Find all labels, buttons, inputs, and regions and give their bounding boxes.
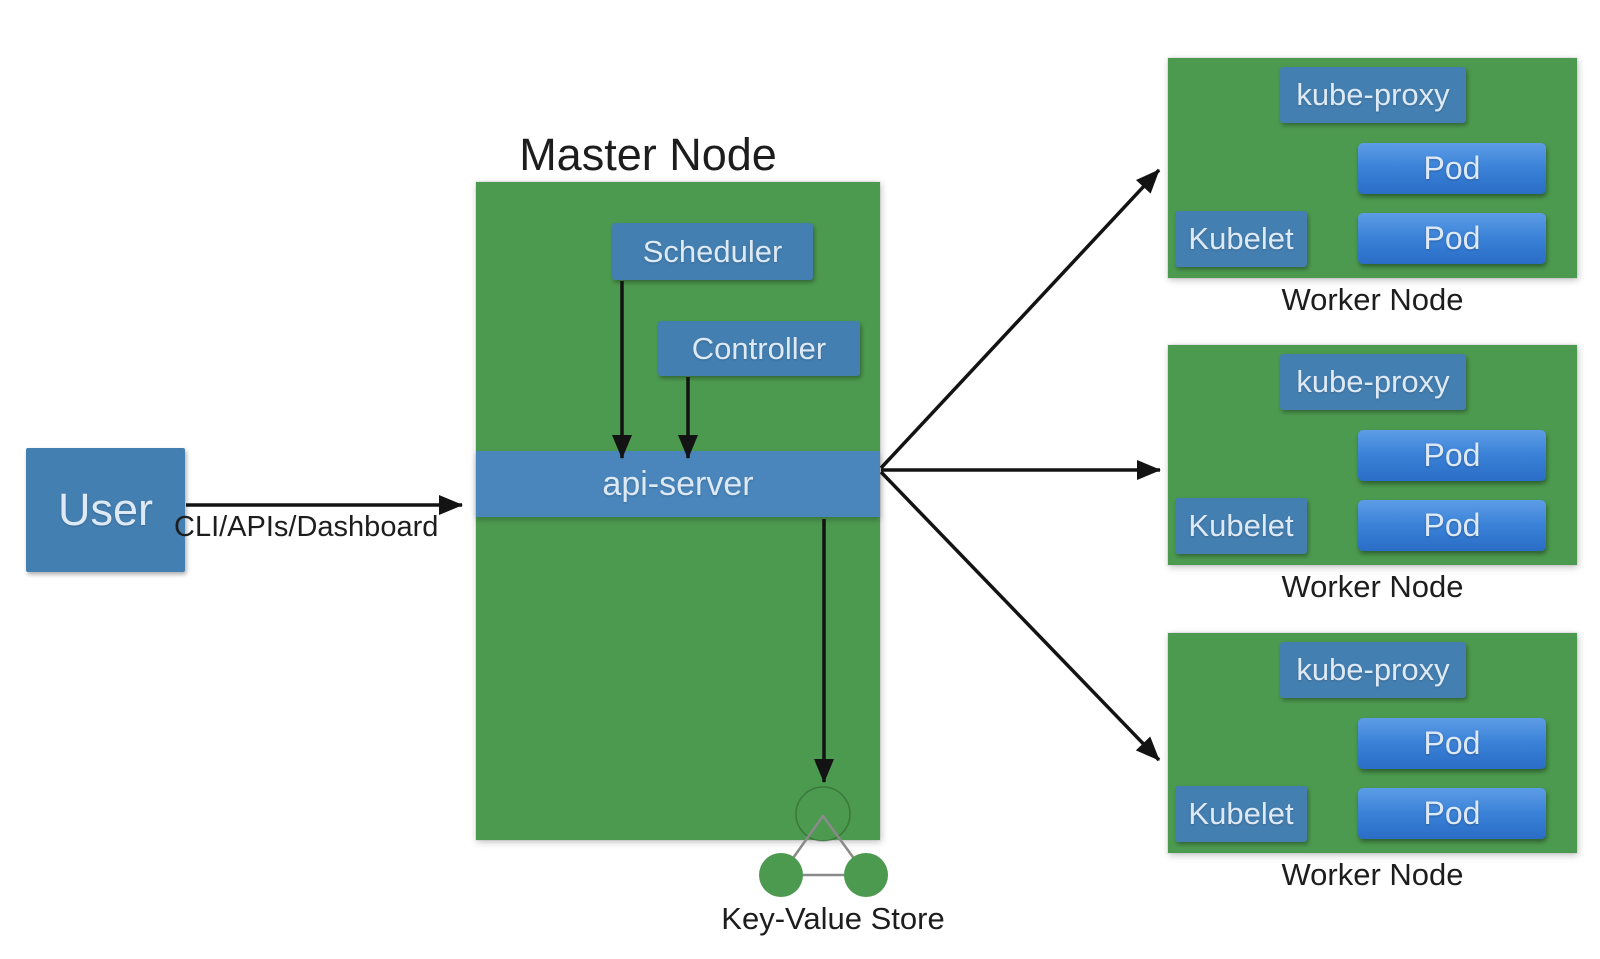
pod-box: Pod [1358,143,1546,194]
kubelet-box: Kubelet [1175,498,1307,554]
pod-box: Pod [1358,213,1546,264]
arrow-apiserver-to-worker-3 [879,470,1161,762]
kube-proxy-box: kube-proxy [1280,67,1466,123]
controller-box: Controller [658,321,860,376]
kubelet-box: Kubelet [1175,786,1307,842]
worker-node-label: Worker Node [1281,857,1464,892]
worker-node-label: Worker Node [1281,282,1464,317]
user-arrow-label: CLI/APIs/Dashboard [174,511,439,543]
pod-box: Pod [1358,500,1546,551]
worker-node-label: Worker Node [1281,569,1464,604]
key-value-store-label: Key-Value Store [721,901,945,936]
kube-proxy-box: kube-proxy [1280,354,1466,410]
kube-proxy-box: kube-proxy [1280,642,1466,698]
arrow-apiserver-to-worker-1 [879,168,1161,470]
worker-node-1: kube-proxy Pod Pod Kubelet Worker Node [1168,58,1577,320]
api-server-bar: api-server [476,451,880,517]
user-box: User [26,448,185,572]
pod-box: Pod [1358,718,1546,769]
master-node-title: Master Node [519,129,777,180]
scheduler-box: Scheduler [612,223,813,280]
kubelet-box: Kubelet [1175,211,1307,267]
pod-box: Pod [1358,788,1546,839]
pod-box: Pod [1358,430,1546,481]
worker-node-2: kube-proxy Pod Pod Kubelet Worker Node [1168,345,1577,607]
worker-node-3: kube-proxy Pod Pod Kubelet Worker Node [1168,633,1577,895]
